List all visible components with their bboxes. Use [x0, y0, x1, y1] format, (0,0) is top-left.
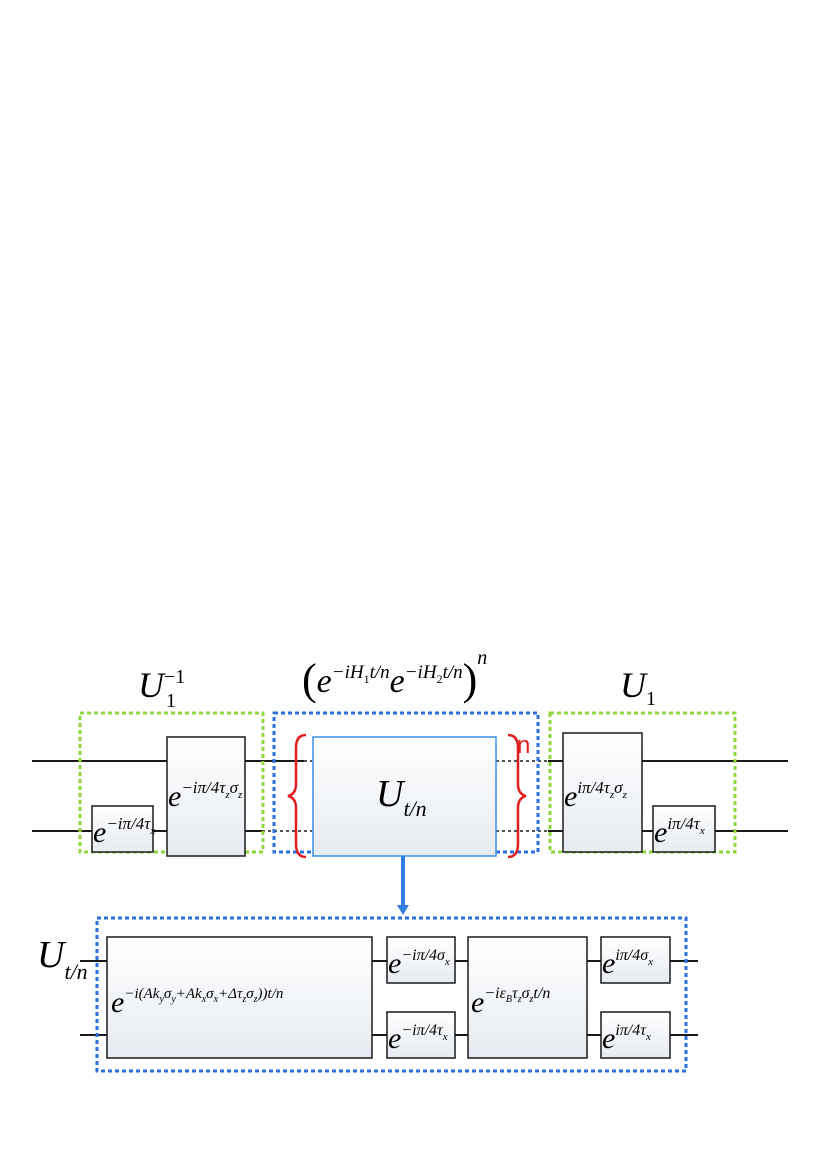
inner-ut-n-label: Ut/n	[376, 773, 427, 821]
lower-ut-n-label: Ut/n	[37, 934, 88, 984]
top-circuit: e−iπ/4τx e−iπ/4τzσz Ut/n n eiπ/4τzσz eiπ…	[32, 647, 788, 859]
gate-zz-label: eiπ/4τzσz	[564, 778, 628, 813]
gate-sigma-x-box	[600, 936, 671, 984]
gate-inv-tau-x-box	[91, 805, 154, 853]
gate-eps-b-box	[467, 936, 588, 1059]
u1-inverse-label: U−1	[138, 665, 185, 705]
right-brace	[507, 733, 527, 859]
gate-big-label: e−i(Akyσy+Akxσx+Δτzσz))t/n	[111, 986, 283, 1019]
gate-eps-b-label: e−iεBτzσzt/n	[471, 985, 550, 1019]
gate-inv-tau-x-label: e−iπ/4τx	[93, 814, 155, 849]
gate-inv-tau-x2-label: e−iπ/4τx	[388, 1022, 448, 1055]
u1-inverse-sub: 1	[166, 690, 176, 712]
gate-inv-zz-box	[166, 736, 246, 857]
gate-tau-x3-label: eiπ/4τx	[602, 1022, 651, 1055]
u1-label: U1	[620, 665, 656, 710]
gate-inv-sigma-x-label: e−iπ/4σx	[388, 947, 450, 980]
gate-tau-x-box	[652, 805, 716, 853]
gate-big-box	[106, 936, 373, 1059]
bottom-circuit: Ut/n e−i(Akyσy+Akxσx+Δτzσz))t/n e−iπ/4σx…	[37, 916, 698, 1073]
gate-inv-tau-x2-box	[386, 1011, 456, 1059]
gate-tau-x3-box	[600, 1011, 671, 1059]
gate-sigma-x-label: eiπ/4σx	[602, 947, 653, 980]
gate-inv-sigma-x-box	[386, 936, 456, 984]
gate-tau-x-label: eiπ/4τx	[654, 814, 705, 849]
repeat-count-label: n	[517, 732, 530, 759]
trotter-expr-label: (e−iH1t/ne−iH2t/n)n	[302, 647, 487, 704]
inner-ut-n-box	[312, 736, 497, 857]
gate-inv-zz-label: e−iπ/4τzσz	[168, 778, 243, 813]
gate-zz-box	[562, 732, 643, 853]
left-brace	[287, 733, 307, 859]
expansion-group-box	[95, 916, 688, 1073]
